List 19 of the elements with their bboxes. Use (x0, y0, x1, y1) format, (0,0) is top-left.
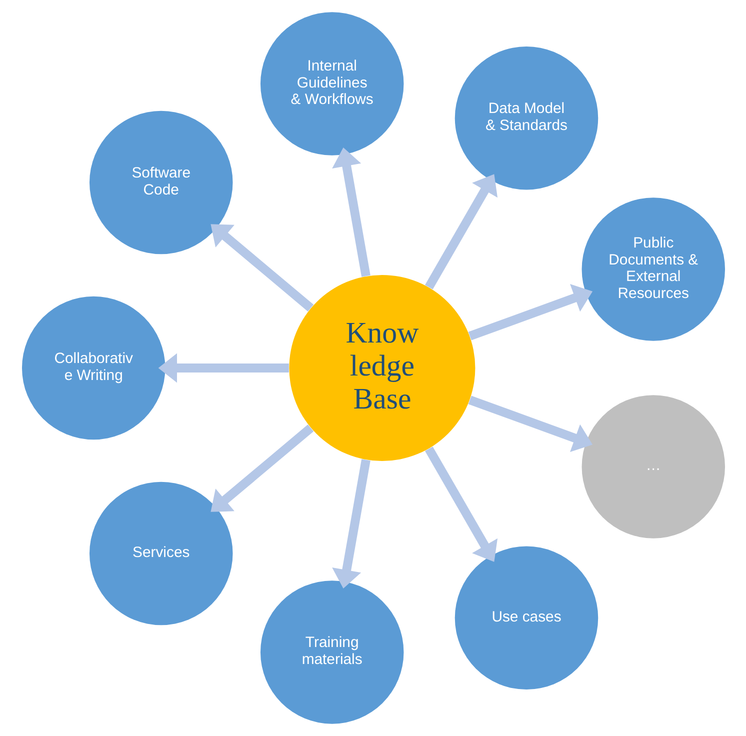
node-circle: Collaborativ e Writing (21, 296, 165, 440)
arrow (210, 424, 314, 512)
node-circle: Know ledge Base (288, 274, 475, 461)
arrow (468, 284, 592, 340)
arrow (332, 459, 370, 588)
node-circle: Use cases (454, 546, 598, 690)
arrow (332, 148, 370, 277)
arrow (424, 446, 498, 562)
node-circle: Data Model & Standards (454, 46, 598, 190)
arrow (210, 224, 314, 312)
node-circle: Training materials (260, 580, 404, 724)
node-circle: Public Documents & External Resources (581, 198, 725, 341)
node-circle: Internal Guidelines & Workflows (260, 12, 404, 156)
node-circle: Services (89, 482, 232, 626)
arrow (158, 353, 288, 383)
arrow (468, 396, 592, 452)
node-circle: … (581, 395, 725, 538)
node-circle: Software Code (89, 110, 232, 254)
arrow (424, 174, 498, 290)
